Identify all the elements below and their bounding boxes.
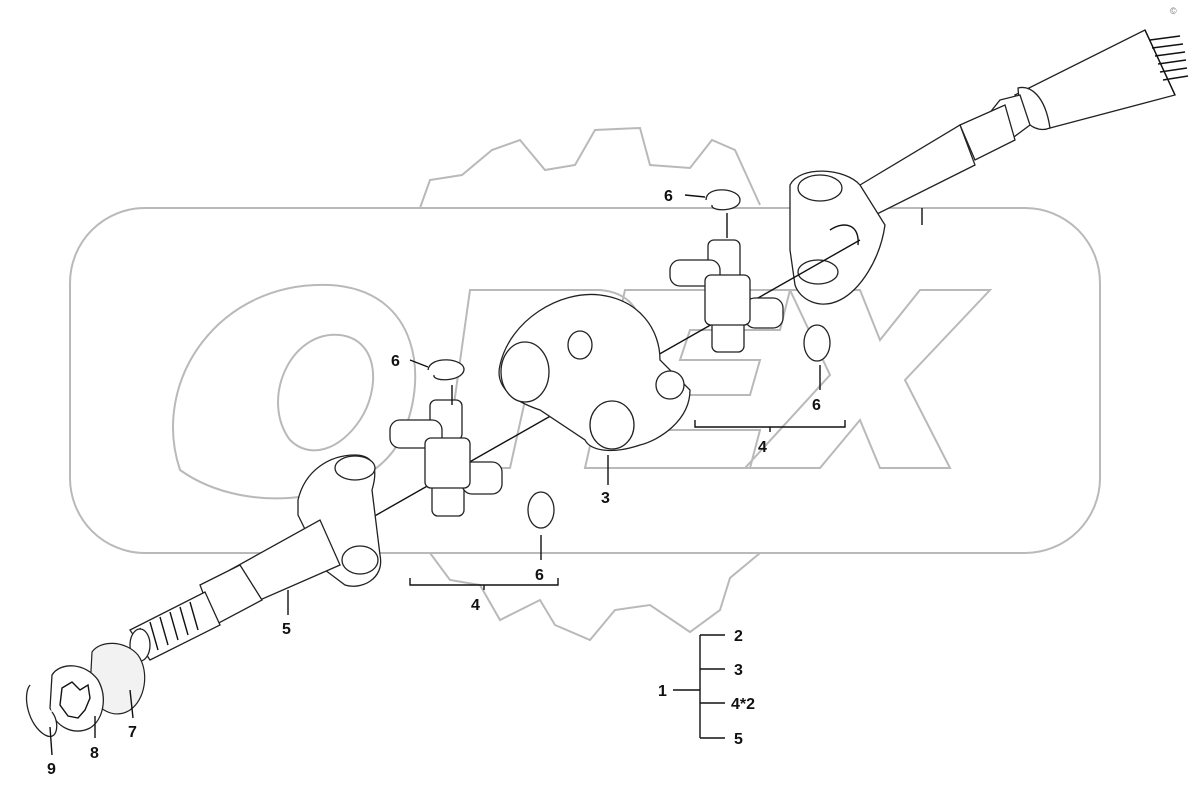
upper-universal-joint-cross: [669, 239, 784, 353]
watermark-letter-x: [742, 289, 993, 469]
axle-shaft-outer: [859, 29, 1189, 216]
callout-6-upper-side: 6: [812, 397, 821, 414]
legend-item-3: 4*2: [731, 696, 755, 713]
watermark-letter-o-inner: [277, 333, 375, 452]
callout-6-upper-top: 6: [664, 188, 673, 205]
snap-ring-9: [25, 684, 58, 738]
watermark-letter-o: [172, 283, 417, 500]
callout-labels: 6 6 6 6 3 4 4 5 7 8 9: [47, 188, 821, 778]
legend-item-4: 5: [734, 731, 743, 748]
spacer-8: [49, 665, 104, 732]
legend-item-2: 3: [734, 662, 743, 679]
callout-5: 5: [282, 621, 291, 638]
lower-universal-joint-cross: [389, 399, 503, 517]
axle-shaft-inner: [129, 519, 341, 662]
callout-3: 3: [601, 490, 610, 507]
callout-8: 8: [90, 745, 99, 762]
callout-4-lower: 4: [471, 597, 480, 614]
watermark-frame: [69, 207, 1101, 554]
callout-7: 7: [128, 724, 137, 741]
callout-leaders: [49, 194, 923, 756]
corner-mark: ©: [1170, 6, 1177, 16]
outer-yoke: [789, 170, 886, 305]
legend-item-1: 2: [734, 628, 743, 645]
callout-6-lower-top: 6: [391, 353, 400, 370]
legend-root: 1: [658, 683, 667, 700]
callout-9: 9: [47, 761, 56, 778]
snap-ring-upper-side: [803, 324, 831, 362]
outer-shaft-body: [859, 124, 976, 216]
center-coupling-yoke: [498, 293, 691, 452]
snap-ring-lower-top: [427, 359, 465, 381]
callout-6-lower-side: 6: [535, 567, 544, 584]
snap-ring-lower-side: [527, 491, 555, 529]
callout-4-upper: 4: [758, 439, 767, 456]
assembly-legend: 1 2 3 4*2 5: [658, 628, 755, 748]
snap-ring-upper-top: [705, 189, 741, 211]
